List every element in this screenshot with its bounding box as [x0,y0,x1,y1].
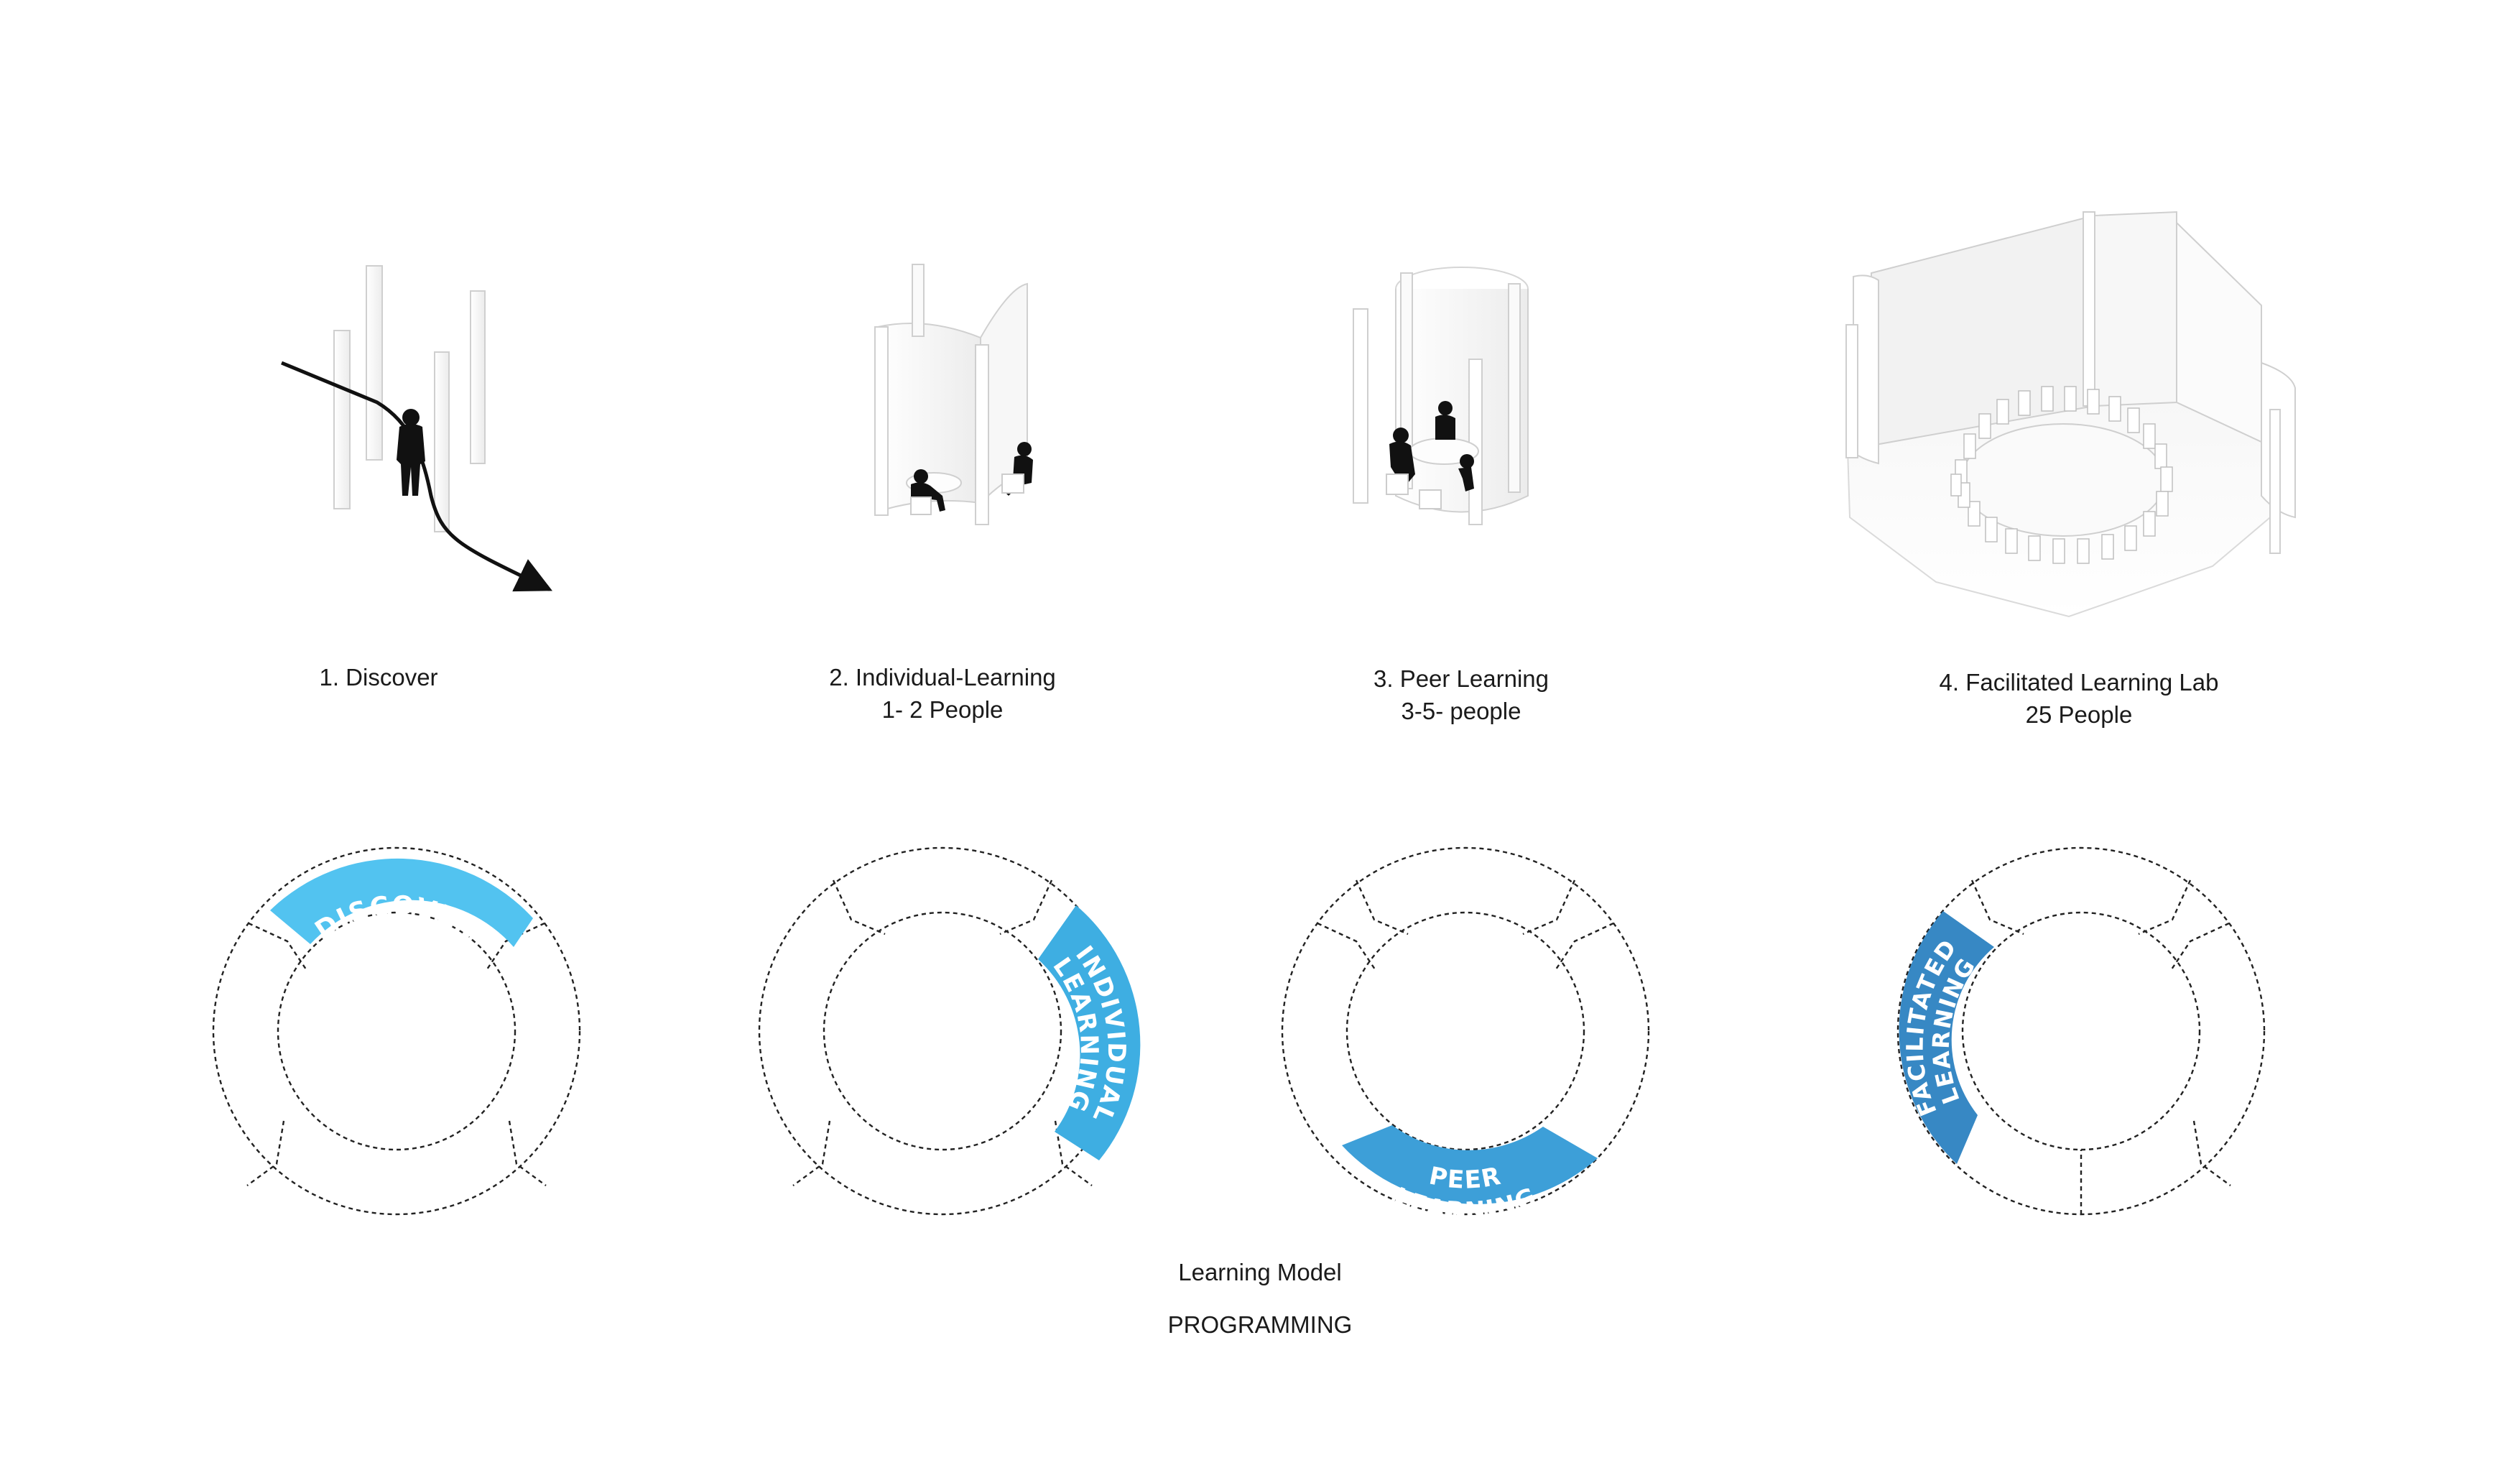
stage-title: 1. Discover [319,664,438,690]
individual-illustration [874,264,1033,525]
path-arrow-icon [281,361,553,592]
section-title: PROGRAMMING [1167,1311,1353,1338]
column [366,265,383,461]
discover-illustration [281,265,553,592]
segment-individual [1038,905,1141,1160]
stage-subtitle: 1- 2 People [881,696,1004,723]
seat-icon [1386,474,1442,509]
column [470,290,486,464]
person-silhouette-icon [397,409,425,496]
ring-facilitated [1896,846,2266,1216]
facilitated-illustration [1845,211,2296,618]
ring-peer [1281,846,1650,1216]
segment-discover [270,858,533,947]
stage-subtitle: 3-5- people [1401,698,1521,724]
segment-label-peer-1: PEER [1427,1162,1504,1195]
stage-subtitle: 25 People [2025,701,2133,728]
peer-illustration [1353,267,1529,525]
stage-title: 3. Peer Learning [1373,665,1549,692]
stage-caption-3: 3. Peer Learning 3-5- people [1210,662,1713,727]
stage-title: 4. Facilitated Learning Lab [1939,669,2219,696]
stage-caption-4: 4. Facilitated Learning Lab 25 People [1828,666,2330,731]
column [434,351,450,532]
segment-facilitated [1899,911,1994,1164]
segment-peer [1342,1125,1598,1204]
stage-caption-1: 1. Discover [127,661,630,693]
ring-discover [212,846,581,1216]
person-silhouette-icon [1389,401,1474,491]
stage-caption-2: 2. Individual-Learning 1- 2 People [691,661,1194,726]
ring-individual [758,846,1127,1216]
seat-icon [910,474,1024,515]
stage-title: 2. Individual-Learning [829,664,1056,690]
seat-icon [1950,386,2173,564]
column [333,330,351,509]
diagram-caption: Learning Model [1178,1259,1342,1285]
